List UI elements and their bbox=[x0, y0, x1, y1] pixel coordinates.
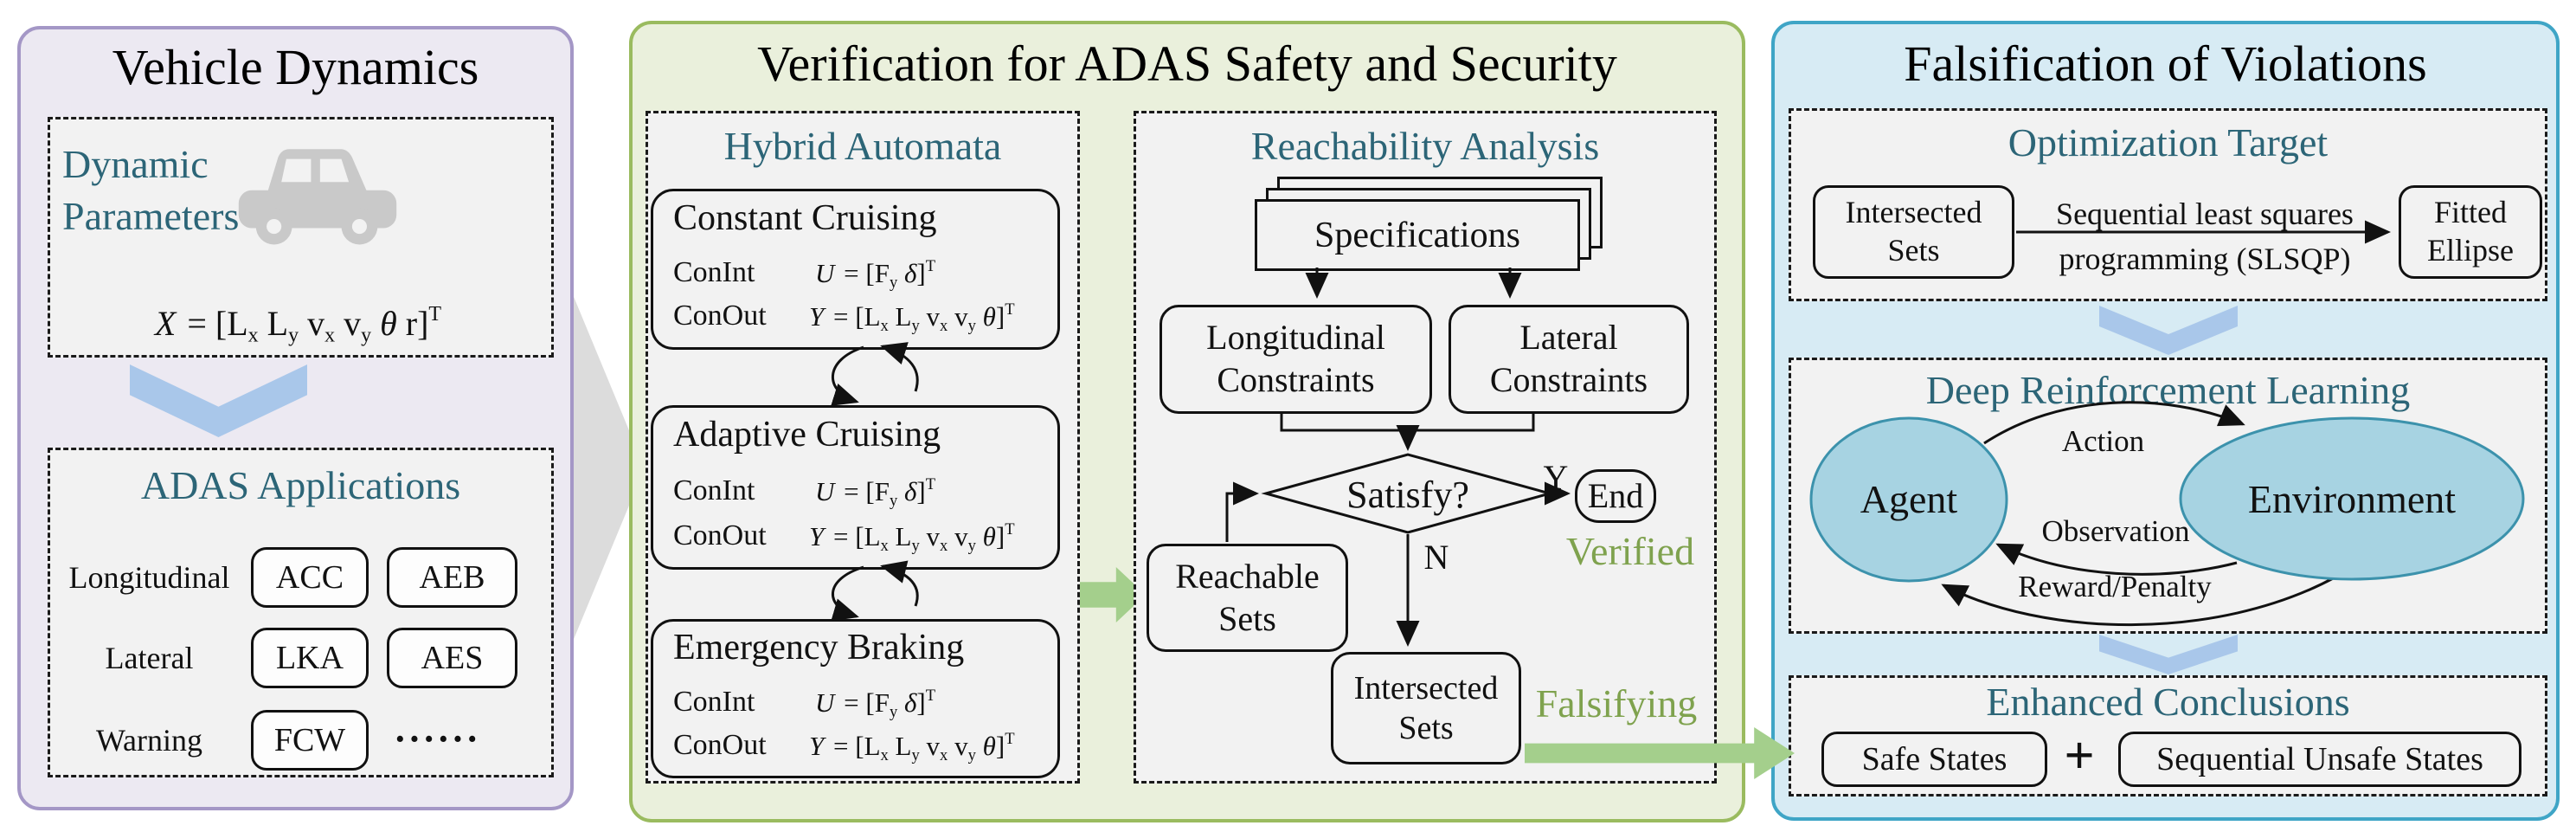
vehicle-dynamics-title: Vehicle Dynamics bbox=[112, 39, 479, 95]
conint-label: ConInt bbox=[673, 256, 755, 288]
longitudinal-constraints-box: Longitudinal Constraints bbox=[1160, 305, 1432, 414]
adas-row-label: Warning bbox=[95, 723, 203, 758]
adas-pill: ACC bbox=[251, 547, 369, 608]
slsqp-label-line2: programming (SLSQP) bbox=[2059, 242, 2351, 276]
conint-formula: U = [Fy δ]T bbox=[815, 475, 936, 510]
adas-pill: FCW bbox=[251, 710, 369, 771]
specifications-sheet: Specifications bbox=[1255, 199, 1580, 271]
falsifying-label: Falsifying bbox=[1535, 681, 1698, 726]
conout-formula: Y = [Lx Ly vx vy θ]T bbox=[809, 520, 1015, 555]
fitted-ellipse-box: Fitted Ellipse bbox=[2399, 185, 2542, 279]
conint-label: ConInt bbox=[673, 686, 755, 718]
drl-title: Deep Reinforcement Learning bbox=[1925, 368, 2411, 412]
ot-intersected-sets-box: Intersected Sets bbox=[1813, 185, 2014, 279]
optimization-target-title: Optimization Target bbox=[2007, 120, 2329, 164]
adas-row-label: Lateral bbox=[105, 641, 194, 675]
adas-pill: AES bbox=[387, 628, 517, 688]
dynamic-parameters-title: Dynamic Parameters bbox=[62, 142, 240, 238]
state-title: Adaptive Cruising bbox=[673, 415, 941, 455]
lateral-constraints-box: Lateral Constraints bbox=[1449, 305, 1689, 414]
satisfy-label: Satisfy? bbox=[1346, 474, 1469, 516]
state-title: Constant Cruising bbox=[673, 198, 937, 238]
reward-penalty-label: Reward/Penalty bbox=[2018, 570, 2212, 603]
yes-label: Y bbox=[1543, 458, 1569, 497]
state-adaptive-cruising bbox=[651, 405, 1060, 570]
conint-formula: U = [Fy δ]T bbox=[815, 687, 936, 721]
car-icon bbox=[235, 130, 400, 264]
end-box: End bbox=[1575, 469, 1656, 523]
conout-formula: Y = [Lx Ly vx vy θ]T bbox=[809, 300, 1015, 335]
state-title: Emergency Braking bbox=[673, 628, 965, 668]
adas-ellipsis: ······ bbox=[393, 718, 481, 760]
sequential-unsafe-states-box: Sequential Unsafe States bbox=[2118, 732, 2521, 787]
observation-label: Observation bbox=[2041, 514, 2190, 548]
environment-label: Environment bbox=[2247, 477, 2457, 521]
adas-row-label: Longitudinal bbox=[68, 560, 230, 595]
specifications-label: Specifications bbox=[1314, 215, 1520, 255]
reachability-title: Reachability Analysis bbox=[1250, 124, 1600, 168]
action-label: Action bbox=[2061, 424, 2145, 458]
conout-label: ConOut bbox=[673, 729, 767, 761]
conout-label: ConOut bbox=[673, 300, 767, 332]
adas-pill: AEB bbox=[387, 547, 517, 608]
agent-label: Agent bbox=[1860, 477, 1958, 521]
enhanced-conclusions-title: Enhanced Conclusions bbox=[1986, 680, 2350, 724]
adas-pill: LKA bbox=[251, 628, 369, 688]
vehicle-state-formula: X = [Lx Ly vx vy θ r]T bbox=[154, 303, 442, 347]
conint-formula: U = [Fy δ]T bbox=[815, 257, 936, 292]
conint-label: ConInt bbox=[673, 474, 755, 506]
no-label: N bbox=[1423, 538, 1449, 577]
intersected-sets-box: Intersected Sets bbox=[1331, 652, 1521, 764]
slsqp-label-line1: Sequential least squares bbox=[2056, 197, 2354, 231]
verified-label: Verified bbox=[1565, 529, 1695, 573]
plus-sign: + bbox=[2064, 726, 2095, 785]
reachable-sets-box: Reachable Sets bbox=[1147, 544, 1348, 652]
verification-title: Verification for ADAS Safety and Securit… bbox=[757, 35, 1617, 92]
conout-label: ConOut bbox=[673, 519, 767, 551]
hybrid-automata-title: Hybrid Automata bbox=[723, 124, 1002, 168]
adas-applications-title: ADAS Applications bbox=[140, 463, 461, 507]
state-emergency-braking bbox=[651, 619, 1060, 778]
falsification-title: Falsification of Violations bbox=[1904, 35, 2427, 92]
conout-formula: Y = [Lx Ly vx vy θ]T bbox=[809, 730, 1015, 764]
safe-states-box: Safe States bbox=[1821, 732, 2047, 787]
